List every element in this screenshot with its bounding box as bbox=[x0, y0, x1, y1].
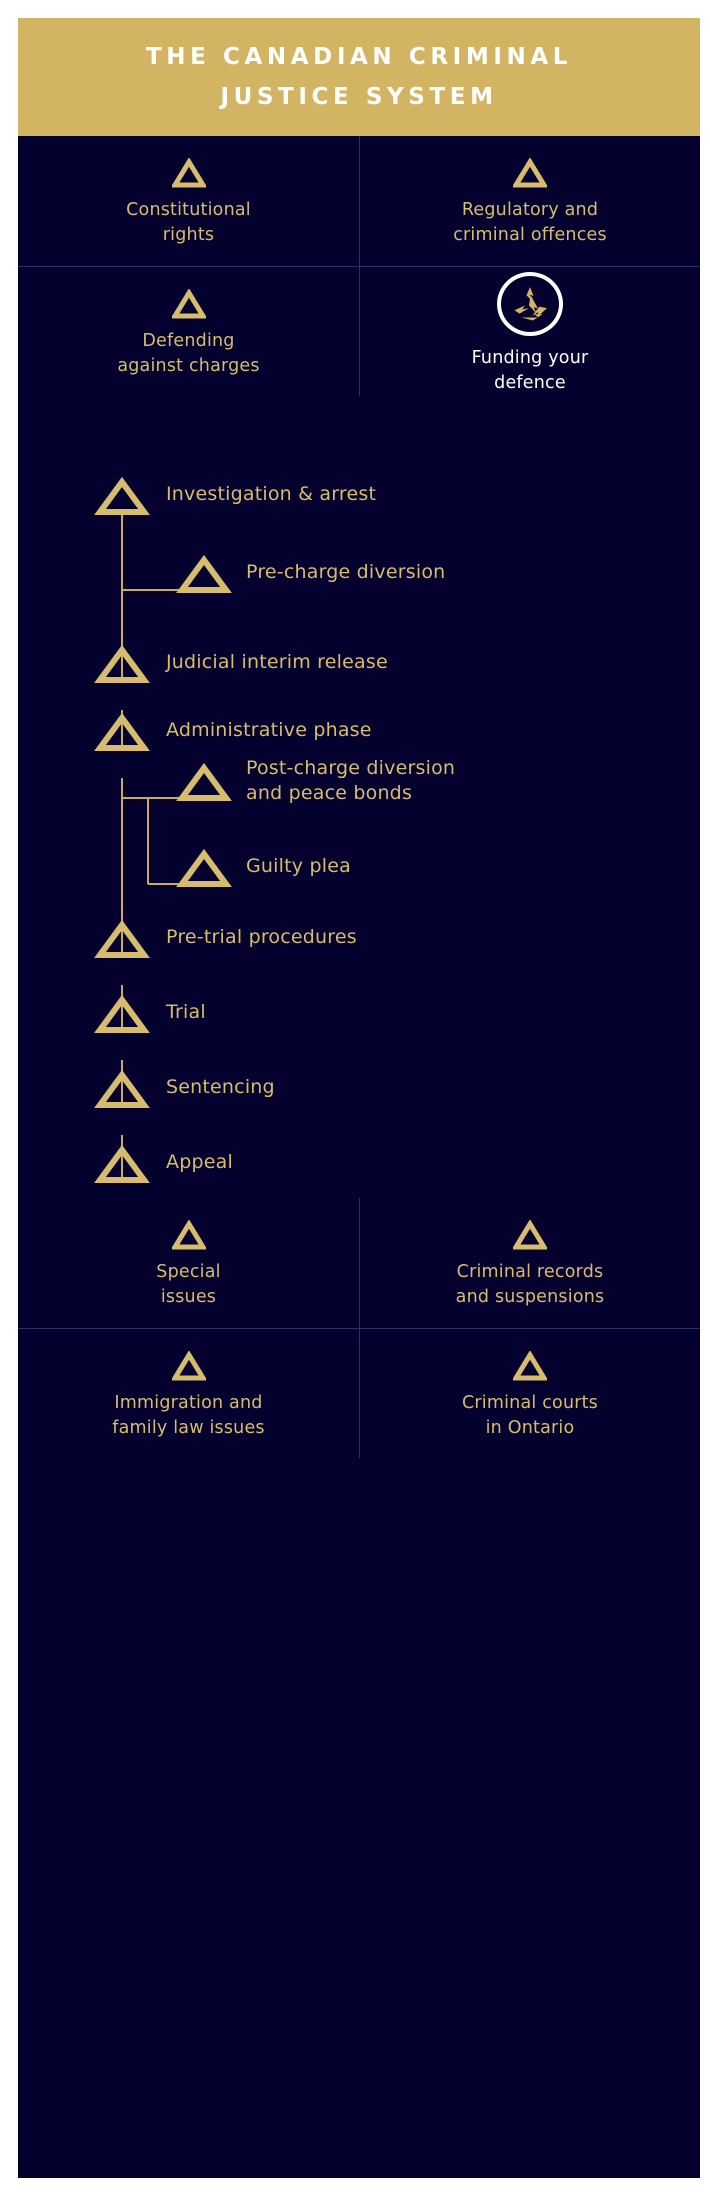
topic-label: Special issues bbox=[156, 1262, 221, 1307]
triangle-outline-icon bbox=[171, 1351, 206, 1381]
flow-node-label-sentencing[interactable]: Sentencing bbox=[166, 1076, 275, 1098]
logo-ring bbox=[497, 272, 563, 336]
topic-cell-special-issues[interactable]: Special issues bbox=[18, 1198, 359, 1328]
topic-label: Funding your defence bbox=[471, 348, 589, 393]
flow-node-label-investigation-arrest[interactable]: Investigation & arrest bbox=[166, 483, 377, 505]
flow-node-label-administrative-phase[interactable]: Administrative phase bbox=[166, 719, 372, 741]
flow-node-label-trial[interactable]: Trial bbox=[166, 1001, 206, 1023]
process-flowchart: Investigation & arrest Pre-charge divers… bbox=[18, 450, 700, 1230]
topic-label: Constitutional rights bbox=[126, 200, 251, 245]
triangle-outline-icon bbox=[513, 1220, 547, 1250]
bottom-topic-grid: Special issues Criminal records and susp… bbox=[18, 1198, 700, 1458]
topic-label: Defending against charges bbox=[117, 331, 260, 376]
triangle-outline-icon bbox=[513, 1351, 547, 1381]
triangle-outline-icon bbox=[513, 158, 547, 188]
topic-cell-regulatory-and-criminal-offences[interactable]: Regulatory and criminal offences bbox=[359, 136, 700, 266]
topic-label: Criminal records and suspensions bbox=[455, 1262, 605, 1307]
triangle-outline-icon bbox=[171, 1220, 206, 1250]
topic-cell-criminal-records-and-suspensions[interactable]: Criminal records and suspensions bbox=[359, 1198, 700, 1328]
topic-label: Criminal courts in Ontario bbox=[461, 1393, 599, 1438]
flow-node-label-guilty-plea[interactable]: Guilty plea bbox=[246, 855, 351, 877]
topic-cell-funding-your-defence[interactable]: Funding your defence bbox=[359, 266, 700, 396]
infographic-card: THE CANADIAN CRIMINAL JUSTICE SYSTEM Con… bbox=[18, 18, 700, 2178]
triangle-outline-icon bbox=[171, 289, 206, 319]
topic-cell-immigration-and-family-law-issues[interactable]: Immigration and family law issues bbox=[18, 1328, 359, 1458]
flow-node-label-pre-trial-procedures[interactable]: Pre-trial procedures bbox=[166, 926, 357, 948]
triangle-outline-icon bbox=[171, 158, 206, 188]
topic-cell-criminal-courts-in-ontario[interactable]: Criminal courts in Ontario bbox=[359, 1328, 700, 1458]
flow-node-label-judicial-interim-release[interactable]: Judicial interim release bbox=[166, 651, 388, 673]
flow-node-label-appeal[interactable]: Appeal bbox=[166, 1151, 233, 1173]
flow-node-label-pre-charge-diversion[interactable]: Pre-charge diversion bbox=[246, 561, 446, 583]
header-banner: THE CANADIAN CRIMINAL JUSTICE SYSTEM bbox=[18, 18, 700, 136]
topic-cell-defending-against-charges[interactable]: Defending against charges bbox=[18, 266, 359, 396]
flowchart-connectors bbox=[94, 476, 232, 1183]
topic-label: Regulatory and criminal offences bbox=[453, 200, 607, 245]
page-title: THE CANADIAN CRIMINAL JUSTICE SYSTEM bbox=[146, 44, 572, 110]
topic-cell-constitutional-rights[interactable]: Constitutional rights bbox=[18, 136, 359, 266]
flow-node-label-post-charge-diversion[interactable]: Post-charge diversion and peace bonds bbox=[246, 757, 456, 804]
topic-label: Immigration and family law issues bbox=[112, 1393, 265, 1438]
top-topic-grid: Constitutional rights Regulatory and cri… bbox=[18, 136, 700, 396]
trillium-glyph-icon bbox=[514, 287, 547, 321]
trillium-logo-icon bbox=[497, 272, 563, 336]
